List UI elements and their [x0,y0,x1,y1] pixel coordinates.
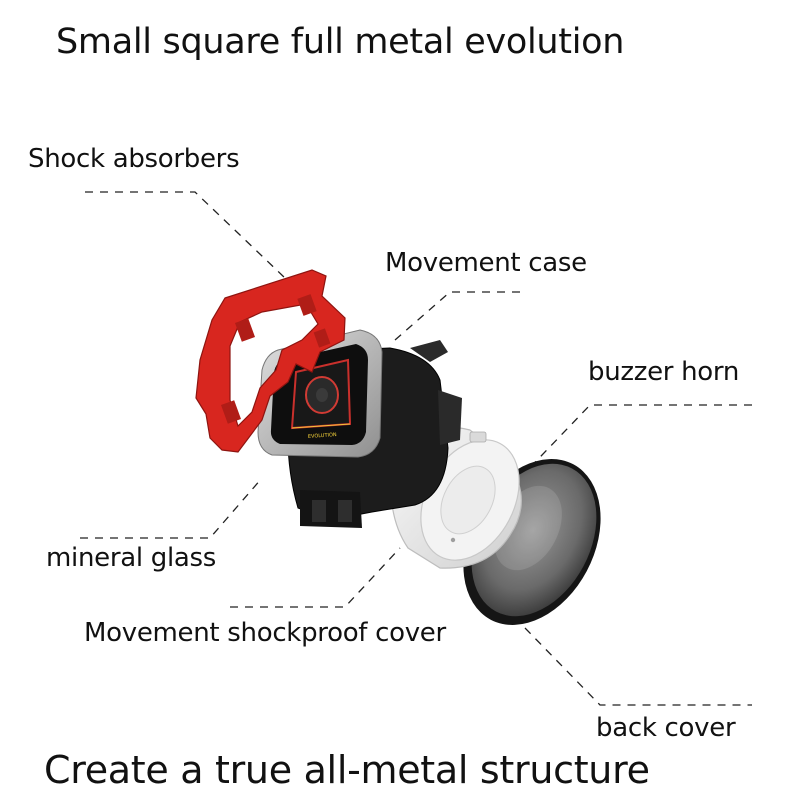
leader-shockproof-cover [230,547,401,608]
label-movement-case: Movement case [385,248,587,278]
label-back-cover: back cover [596,713,736,743]
page-title: Small square full metal evolution [56,22,625,62]
label-buzzer-horn: buzzer horn [588,357,740,387]
leader-mineral-glass [80,477,263,539]
leader-movement-case [394,291,520,341]
leader-shock-absorbers [85,191,286,279]
label-shock-absorbers: Shock absorbers [28,144,240,174]
footer-tagline: Create a true all-metal structure [44,748,650,792]
label-mineral-glass: mineral glass [46,543,216,573]
shock-absorbers-part [195,269,346,453]
label-movement-shockproof-cover: Movement shockproof cover [84,618,446,648]
leader-lines [80,191,752,706]
leader-back-cover [524,627,752,706]
leader-buzzer-horn [519,404,752,479]
dial-text: EVOLUTION [308,432,337,440]
